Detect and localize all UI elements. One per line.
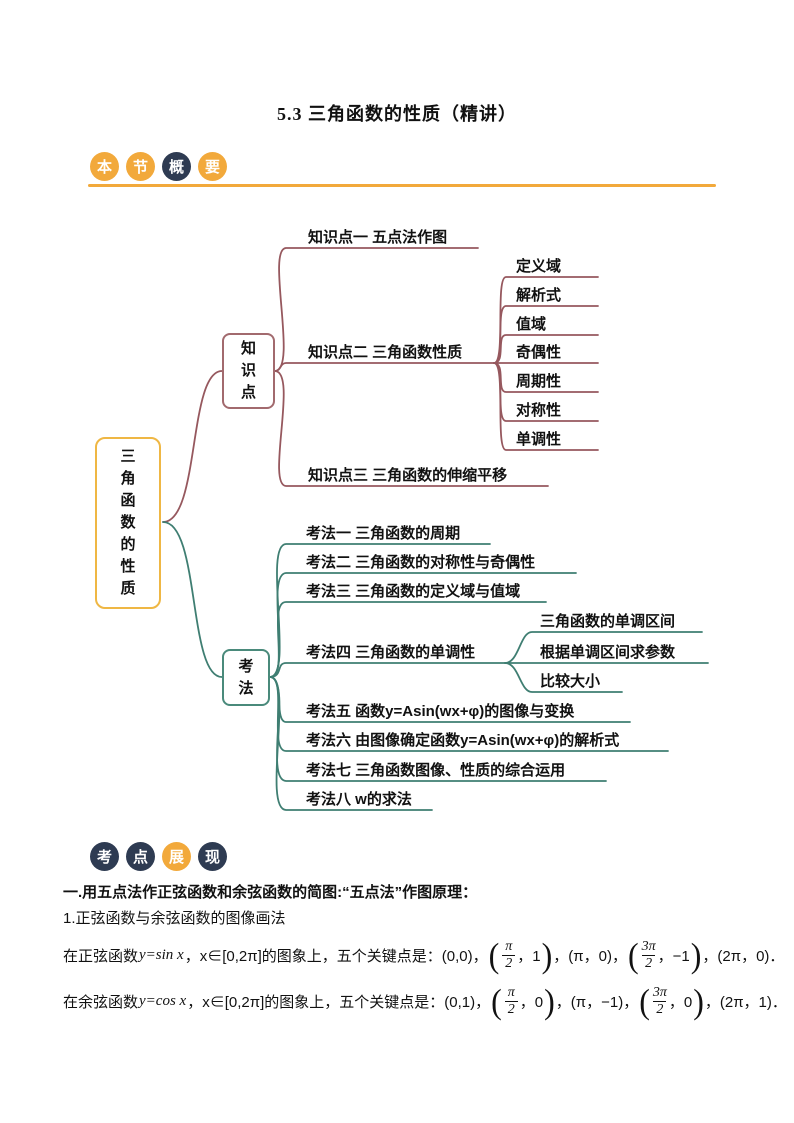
math-formula: y=cos x: [139, 992, 187, 1009]
badge-char: 考: [90, 842, 119, 871]
fraction: π 2: [504, 984, 518, 1018]
badge-char: 节: [126, 152, 155, 181]
fraction-denominator: 2: [502, 954, 516, 972]
badge-char: 现: [198, 842, 227, 871]
root-node-label: 三角函数的性质: [120, 448, 136, 597]
knowledge-item-2-child: 单调性: [516, 431, 562, 448]
section-divider-line: [88, 184, 716, 187]
knowledge-item-2-child: 周期性: [516, 373, 562, 390]
mindmap-root-node: 三角函数的性质: [95, 437, 161, 609]
knowledge-item-2-child: 值域: [516, 316, 547, 333]
fraction-numerator: 3π: [641, 938, 656, 954]
math-segment: ，(2π，0)．: [702, 947, 785, 965]
section-overview-badge: 本 节 概 要: [90, 152, 227, 181]
left-paren: (: [488, 935, 500, 975]
knowledge-item-2: 知识点二 三角函数性质: [308, 344, 463, 361]
fraction: 3π 2: [642, 939, 656, 972]
fraction-denominator: 2: [653, 1000, 667, 1018]
math-formula: y=sin x: [139, 946, 184, 963]
math-segment: ，(π，0)，: [553, 947, 627, 965]
math-segment: ，(2π，1)．: [704, 993, 787, 1011]
cosine-key-points-line: 在余弦函数 y=cos x ，x∈[0,2π]的图象上，五个关键点是：(0,1)…: [63, 978, 787, 1024]
method-item-4: 考法四 三角函数的单调性: [306, 644, 476, 661]
method-item-4-child: 比较大小: [540, 673, 601, 690]
fraction: 3π 2: [653, 985, 667, 1018]
math-segment: ，0: [668, 993, 693, 1011]
fraction-numerator: π: [505, 938, 513, 954]
badge-char: 展: [162, 842, 191, 871]
math-segment: ，0: [519, 993, 544, 1011]
method-item-7: 考法七 三角函数图像、性质的综合运用: [306, 762, 566, 779]
knowledge-item-3: 知识点三 三角函数的伸缩平移: [308, 467, 508, 484]
method-item-5: 考法五 函数y=Asin(wx+φ)的图像与变换: [306, 703, 575, 720]
right-paren: ): [544, 981, 555, 1021]
fraction-numerator: π: [507, 984, 515, 1000]
left-paren: (: [491, 981, 502, 1021]
math-segment: ，(π，−1)，: [555, 993, 639, 1011]
method-item-4-child: 三角函数的单调区间: [540, 613, 676, 630]
left-paren: (: [627, 935, 639, 975]
math-segment: 在正弦函数: [63, 947, 139, 965]
badge-char: 要: [198, 152, 227, 181]
methods-node-label: 考法: [238, 657, 254, 697]
fraction-denominator: 2: [504, 1000, 518, 1018]
badge-char: 点: [126, 842, 155, 871]
knowledge-item-2-child: 对称性: [516, 402, 562, 419]
math-segment: ，1: [517, 947, 541, 965]
fraction: π 2: [502, 938, 516, 972]
math-segment: 在余弦函数: [63, 993, 139, 1011]
math-segment: ，−1: [657, 947, 690, 965]
method-item-6: 考法六 由图像确定函数y=Asin(wx+φ)的解析式: [306, 732, 620, 749]
sine-key-points-line: 在正弦函数 y=sin x ，x∈[0,2π]的图象上，五个关键点是：(0,0)…: [63, 932, 784, 978]
knowledge-item-1: 知识点一 五点法作图: [308, 229, 448, 246]
content-heading: 一.用五点法作正弦函数和余弦函数的简图:“五点法”作图原理：: [63, 884, 478, 901]
method-item-3: 考法三 三角函数的定义域与值域: [306, 583, 521, 600]
fraction-denominator: 2: [642, 954, 656, 972]
math-segment: ，x∈[0,2π]的图象上，五个关键点是：(0,1)，: [187, 993, 491, 1011]
method-item-1: 考法一 三角函数的周期: [306, 525, 461, 542]
left-paren: (: [639, 981, 650, 1021]
fraction-numerator: 3π: [652, 984, 667, 1000]
right-paren: ): [690, 935, 702, 975]
methods-branch-node: 考法: [222, 649, 270, 706]
right-paren: ): [693, 981, 704, 1021]
page-title: 5.3 三角函数的性质（精讲）: [277, 104, 517, 124]
method-item-8: 考法八 w的求法: [306, 791, 412, 808]
knowledge-item-2-child: 定义域: [516, 258, 562, 275]
knowledge-branch-node: 知识点: [222, 333, 275, 409]
content-subheading: 1.正弦函数与余弦函数的图像画法: [63, 910, 286, 927]
method-item-4-child: 根据单调区间求参数: [540, 644, 676, 661]
knowledge-node-label: 知识点: [240, 340, 256, 401]
knowledge-item-2-child: 解析式: [516, 287, 562, 304]
keypoints-badge: 考 点 展 现: [90, 842, 227, 871]
badge-char: 本: [90, 152, 119, 181]
method-item-2: 考法二 三角函数的对称性与奇偶性: [306, 554, 536, 571]
math-segment: ，x∈[0,2π]的图象上，五个关键点是：(0,0)，: [184, 947, 488, 965]
badge-char: 概: [162, 152, 191, 181]
knowledge-item-2-child: 奇偶性: [516, 344, 562, 361]
right-paren: ): [541, 935, 553, 975]
